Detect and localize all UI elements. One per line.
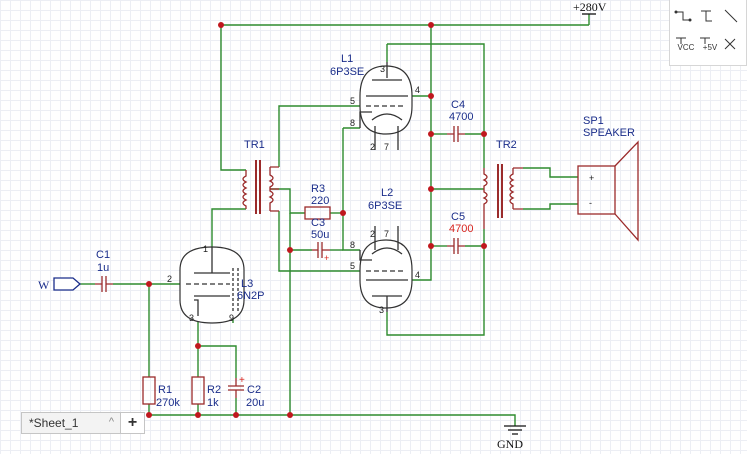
chevron-up-icon[interactable]: ^ [108, 416, 114, 428]
svg-text:+: + [589, 173, 594, 183]
c3-plus-sign: + [324, 253, 329, 263]
c3-value: 50u [311, 229, 329, 241]
r3-value: 220 [311, 195, 329, 207]
vcc-symbol[interactable]: +280V [573, 0, 607, 25]
svg-text:3: 3 [380, 64, 385, 74]
svg-text:7: 7 [384, 142, 389, 152]
c4-value: 4700 [449, 111, 473, 123]
resistor-r3[interactable]: R3 220 [304, 183, 331, 220]
svg-text:8: 8 [350, 240, 355, 250]
tr1-ref: TR1 [244, 139, 265, 151]
line-icon [724, 9, 738, 23]
tube-l2[interactable]: 2 7 8 5 4 3 L2 6P3SE [350, 187, 420, 315]
c3-ref: C3 [311, 217, 325, 229]
r3-ref: R3 [311, 183, 325, 195]
component-tool-panel: VCC +5V [669, 0, 747, 66]
l1-value: 6P3SE [330, 66, 364, 78]
capacitor-c4[interactable]: C4 4700 [447, 99, 473, 142]
vcc-label: +280V [573, 0, 607, 14]
r1-ref: R1 [158, 384, 172, 396]
gnd-label: GND [497, 437, 523, 451]
c1-ref: C1 [96, 249, 110, 261]
l3-ref: L3 [241, 278, 253, 290]
capacitor-c1[interactable]: C1 1u [95, 249, 113, 292]
c5-ref: C5 [451, 211, 465, 223]
l1-ref: L1 [341, 53, 353, 65]
svg-text:5: 5 [350, 96, 355, 106]
vcc-icon [676, 37, 686, 44]
c5-value: 4700 [449, 223, 473, 235]
junctions [146, 22, 487, 418]
speaker-sp1[interactable]: + - SP1 SPEAKER [577, 115, 639, 242]
svg-text:8: 8 [350, 118, 355, 128]
c2-value: 20u [246, 397, 264, 409]
svg-text:9: 9 [229, 313, 234, 323]
r1-value: 270k [156, 397, 180, 409]
c2-ref: C2 [247, 384, 261, 396]
wires [80, 24, 589, 426]
plus5v-tool-label: +5V [702, 42, 718, 52]
r2-ref: R2 [207, 384, 221, 396]
resistor-r1[interactable]: R1 270k [142, 376, 180, 409]
netlabel-tool-button[interactable] [698, 8, 722, 30]
svg-text:7: 7 [384, 229, 389, 239]
l2-ref: L2 [381, 187, 393, 199]
c4-ref: C4 [451, 99, 465, 111]
c2-plus-sign: + [239, 375, 245, 386]
transformer-tr1[interactable]: TR1 [242, 139, 279, 214]
svg-text:1: 1 [203, 244, 208, 254]
capacitor-c5[interactable]: C5 4700 [447, 211, 473, 254]
capacitor-c3[interactable]: + C3 50u [311, 217, 330, 263]
transformer-tr2[interactable]: TR2 [482, 139, 523, 229]
vcc-tool-label: VCC [677, 42, 695, 52]
wire-icon [674, 10, 692, 22]
input-label: W [38, 278, 50, 292]
svg-text:2: 2 [370, 142, 375, 152]
add-sheet-button[interactable]: + [121, 412, 145, 434]
capacitor-c2[interactable]: + C2 20u [228, 375, 264, 409]
sp1-value: SPEAKER [583, 127, 635, 139]
svg-text:4: 4 [415, 85, 420, 95]
net-label-icon [701, 10, 712, 22]
svg-text:2: 2 [370, 229, 375, 239]
line-tool-button[interactable] [722, 8, 746, 30]
wire-tool-button[interactable] [674, 8, 698, 30]
c1-value: 1u [97, 262, 109, 274]
tube-l1[interactable]: 3 4 5 8 2 7 L1 6P3SE [330, 53, 420, 152]
plus5v-tool-button[interactable]: +5V [698, 36, 722, 58]
sheet-tab-active[interactable]: *Sheet_1 ^ [21, 412, 121, 434]
l3-value: 6N2P [237, 290, 265, 302]
tube-l3[interactable]: 1 2 3 9 L3 6N2P [167, 244, 265, 324]
svg-text:-: - [589, 198, 592, 208]
svg-text:3: 3 [379, 305, 384, 315]
input-port-w[interactable]: W [38, 277, 81, 292]
resistor-r2[interactable]: R2 1k [191, 376, 221, 409]
sheet-tab-label: *Sheet_1 [29, 416, 79, 430]
gnd-symbol[interactable]: GND [497, 425, 526, 451]
l2-value: 6P3SE [368, 200, 402, 212]
svg-text:4: 4 [415, 270, 420, 280]
sp1-ref: SP1 [583, 115, 604, 127]
plus5v-icon [700, 37, 710, 44]
vcc-tool-button[interactable]: VCC [674, 36, 698, 58]
svg-text:2: 2 [167, 274, 172, 284]
no-connect-icon [724, 38, 736, 50]
tr2-ref: TR2 [496, 139, 517, 151]
no-connect-tool-button[interactable] [722, 36, 746, 58]
svg-text:5: 5 [350, 261, 355, 271]
svg-text:3: 3 [189, 313, 194, 323]
r2-value: 1k [207, 397, 219, 409]
sheet-tab-bar: *Sheet_1 ^ + [21, 412, 145, 434]
